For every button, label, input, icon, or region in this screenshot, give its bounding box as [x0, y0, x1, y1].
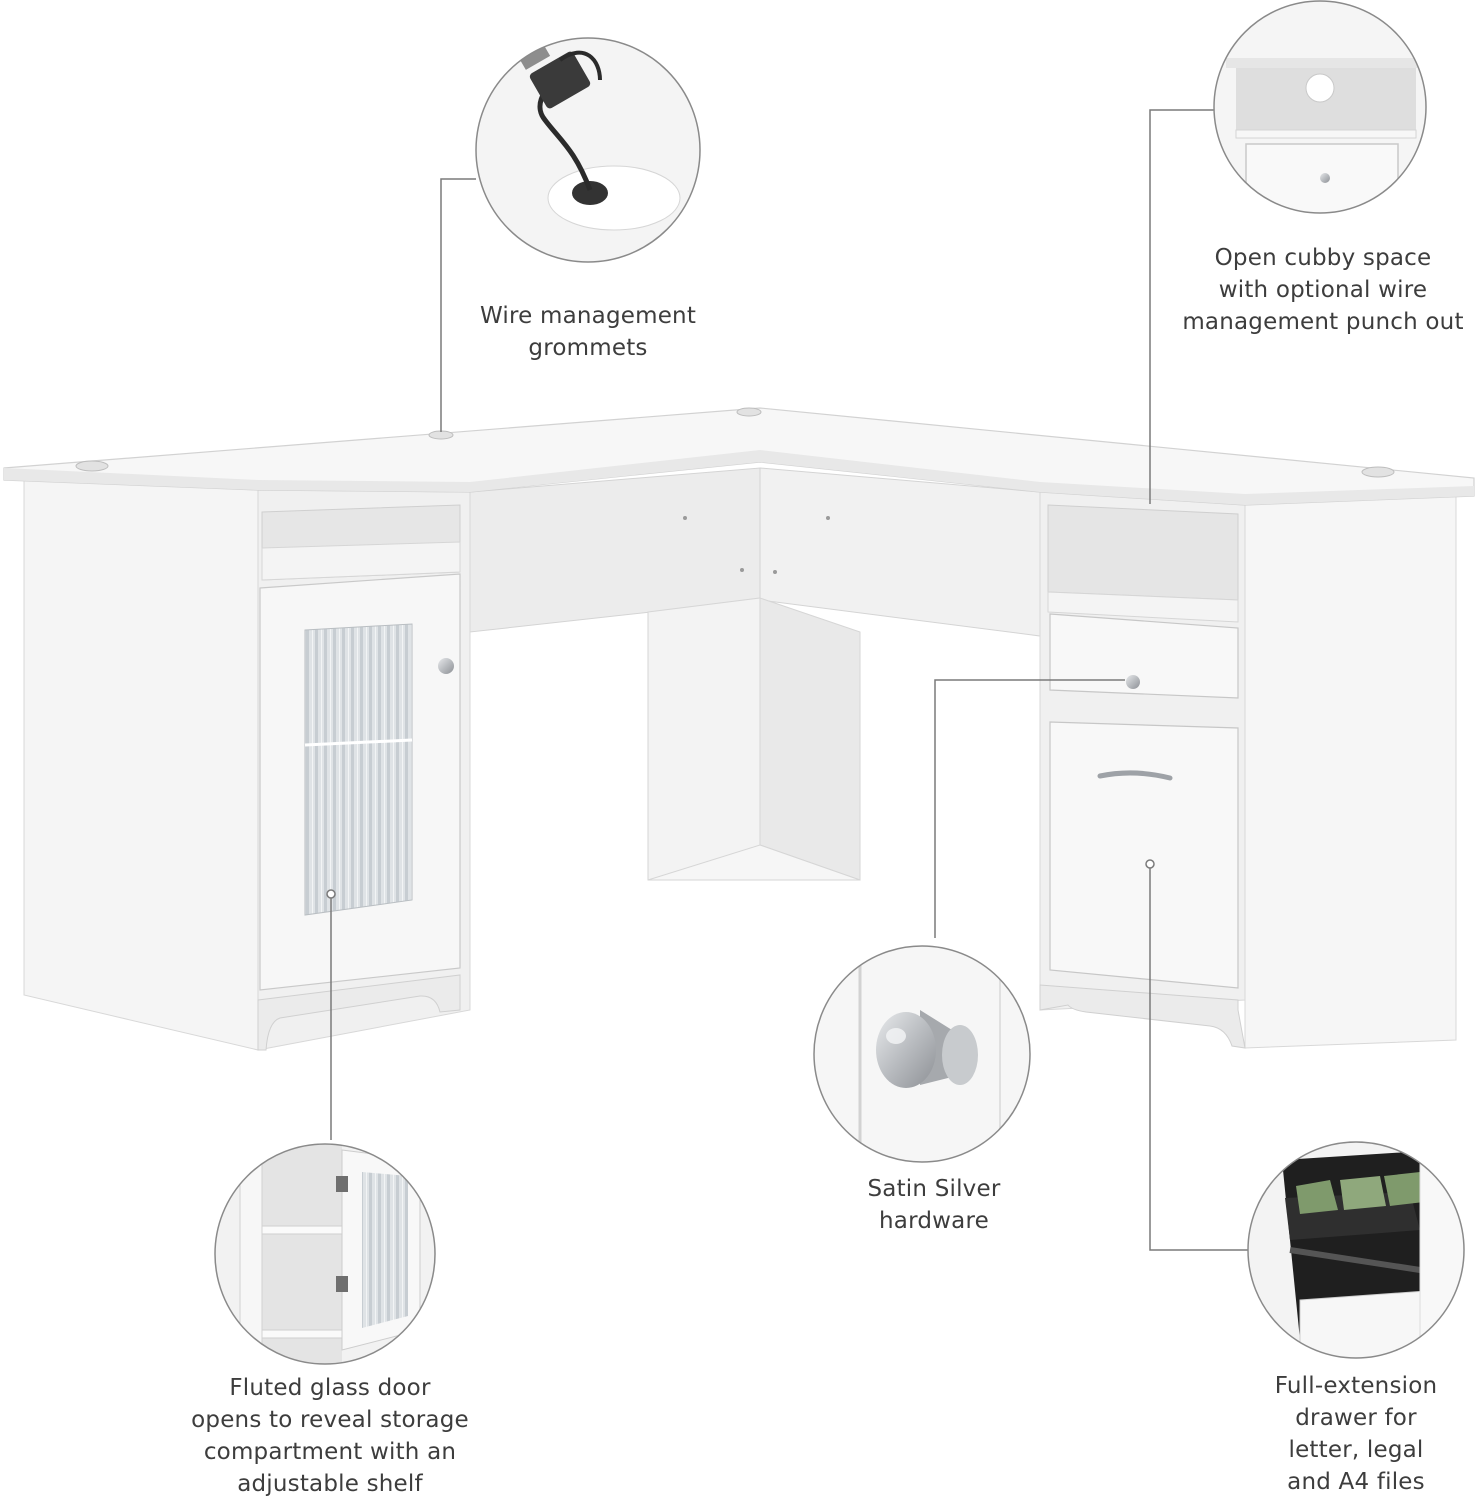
grommet: [1361, 466, 1395, 478]
right-cubby: [1047, 504, 1239, 601]
small-drawer: [1049, 613, 1239, 699]
leader-lines: [326, 109, 1248, 1251]
label-hardware: Satin Silver hardware: [812, 1173, 1056, 1237]
left-pedestal-side: [23, 479, 259, 1051]
detail-circle-cubby: [1213, 0, 1427, 214]
detail-circle-hardware: [813, 945, 1031, 1163]
door-knob: [438, 658, 454, 674]
label-cubby: Open cubby space with optional wire mana…: [1172, 242, 1474, 338]
label-line: compartment with an: [203, 1439, 457, 1465]
label-line: Open cubby space: [1214, 245, 1432, 271]
label-line: hardware: [879, 1208, 989, 1234]
label-glass-door: Fluted glass door opens to reveal storag…: [180, 1372, 480, 1500]
detail-circle-wire-grommets: [475, 37, 701, 263]
file-drawer: [1049, 721, 1239, 989]
grommet: [736, 407, 762, 417]
label-wire-grommets: Wire management grommets: [438, 300, 738, 364]
detail-circle-file-drawer: [1247, 1141, 1465, 1359]
label-line: Satin Silver: [867, 1176, 1001, 1202]
label-line: Fluted glass door: [229, 1375, 431, 1401]
label-line: with optional wire: [1218, 277, 1428, 303]
drawer-knob: [1126, 675, 1140, 689]
l-shaped-desk: [3, 407, 1475, 1051]
right-pedestal-side: [1244, 491, 1457, 1049]
label-drawer: Full-extension drawer for letter, legal …: [1256, 1370, 1456, 1498]
label-line: adjustable shelf: [237, 1471, 423, 1497]
label-line: Wire management: [479, 303, 697, 329]
label-line: Full-extension: [1274, 1373, 1438, 1399]
fluted-glass-panel: [304, 623, 413, 916]
label-line: and A4 files: [1287, 1469, 1425, 1495]
drawer-handle: [1097, 770, 1173, 781]
label-line: grommets: [528, 335, 648, 361]
grommet: [428, 430, 454, 440]
detail-circle-glass-door: [214, 1143, 436, 1365]
label-line: management punch out: [1182, 309, 1464, 335]
label-line: letter, legal: [1288, 1437, 1424, 1463]
center-leg: [647, 597, 761, 881]
label-line: drawer for: [1295, 1405, 1417, 1431]
grommet: [75, 460, 109, 472]
label-line: opens to reveal storage: [191, 1407, 469, 1433]
